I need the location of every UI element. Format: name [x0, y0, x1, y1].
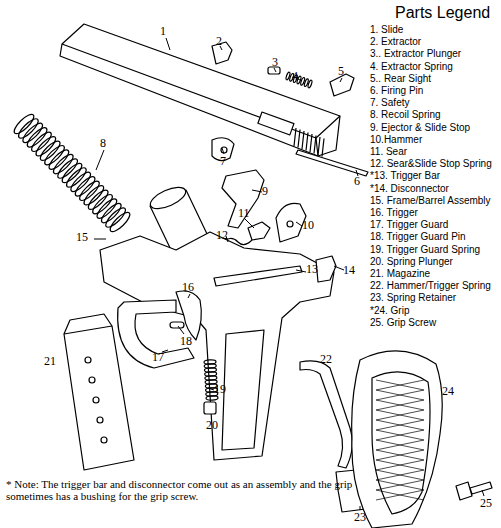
legend-entry: 23. Spring Retainer: [370, 292, 456, 303]
legend-entry: 2. Extractor: [370, 36, 421, 47]
legend-entry: 25. Grip Screw: [370, 317, 436, 328]
legend-entry: 16. Trigger: [370, 207, 418, 218]
callout-number: 14: [343, 263, 355, 278]
callout-number: 20: [206, 418, 218, 433]
callout-number: 17: [152, 350, 164, 365]
callout-number: 16: [182, 280, 194, 295]
callout-number: 7: [220, 154, 226, 169]
callout-number: 11: [238, 206, 250, 221]
callout-number: 12: [216, 228, 228, 243]
callout-number: 13: [306, 262, 318, 277]
trigger-bar: [214, 266, 302, 286]
callout-number: 5: [338, 64, 344, 79]
callout-number: 6: [354, 174, 360, 189]
trigger-guard: [118, 300, 194, 368]
callout-number: 3: [272, 55, 278, 70]
frame: [100, 232, 334, 460]
callout-number: 23: [354, 510, 366, 525]
legend-entry: 15. Frame/Barrel Assembly: [370, 195, 491, 206]
legend-entry: 1. Slide: [370, 24, 403, 35]
legend-title: Parts Legend: [395, 4, 490, 22]
legend-entry: 6. Firing Pin: [370, 85, 423, 96]
legend-entry: 17. Trigger Guard: [370, 219, 448, 230]
legend-entry: 19. Trigger Guard Spring: [370, 244, 480, 255]
disconnector: [316, 256, 336, 282]
extractor-spring: [285, 72, 312, 88]
callout-number: 21: [44, 354, 56, 369]
legend-entry: 5.. Rear Sight: [370, 73, 431, 84]
legend-entry: *24. Grip: [370, 305, 409, 316]
legend-entry: 7. Safety: [370, 97, 409, 108]
magazine: [64, 326, 134, 470]
callout-number: 2: [216, 34, 222, 49]
callout-number: 22: [320, 352, 332, 367]
callout-number: 24: [442, 384, 454, 399]
slide: [60, 24, 340, 156]
callout-number: 15: [76, 230, 88, 245]
callout-number: 8: [100, 136, 106, 151]
spring-plunger: [204, 402, 216, 414]
legend-entry: 4. Extractor Spring: [370, 61, 453, 72]
legend-entry: 20. Spring Plunger: [370, 256, 453, 267]
callout-number: 9: [262, 184, 268, 199]
callout-number: 4: [292, 69, 298, 84]
legend-entry: 3.. Extractor Plunger: [370, 48, 461, 59]
trigger: [176, 291, 201, 340]
ejection-port: [258, 112, 294, 135]
extractor: [212, 42, 232, 64]
callout-number: 19: [214, 382, 226, 397]
callout-number: 10: [302, 218, 314, 233]
legend-entry: 12. Sear&Slide Stop Spring: [370, 158, 492, 169]
leader-lines: [94, 38, 484, 510]
legend-entry: *13. Trigger Bar: [370, 170, 440, 181]
legend-entry: 18. Trigger Guard Pin: [370, 231, 466, 242]
note-text: * Note: The trigger bar and disconnector…: [6, 478, 376, 502]
legend-entry: 21. Magazine: [370, 268, 430, 279]
trigger-guard-pin: [170, 322, 184, 328]
legend-entry: 8. Recoil Spring: [370, 109, 441, 120]
recoil-spring: [12, 112, 133, 235]
callout-number: 1: [160, 24, 166, 39]
legend-entry: 11. Sear: [370, 146, 407, 157]
legend-entry: 22. Hammer/Trigger Spring: [370, 280, 491, 291]
firing-pin: [296, 150, 368, 176]
legend-entry: *14. Disconnector: [370, 183, 449, 194]
hammer-trigger-spring: [300, 361, 352, 468]
legend-entry: 9. Ejector & Slide Stop: [370, 122, 470, 133]
callout-number: 18: [180, 334, 192, 349]
ejector-slide-stop: [222, 170, 264, 228]
hammer: [276, 203, 306, 242]
legend-entry: 10.Hammer: [370, 134, 422, 145]
callout-number: 25: [480, 496, 492, 511]
grip: [352, 351, 443, 528]
